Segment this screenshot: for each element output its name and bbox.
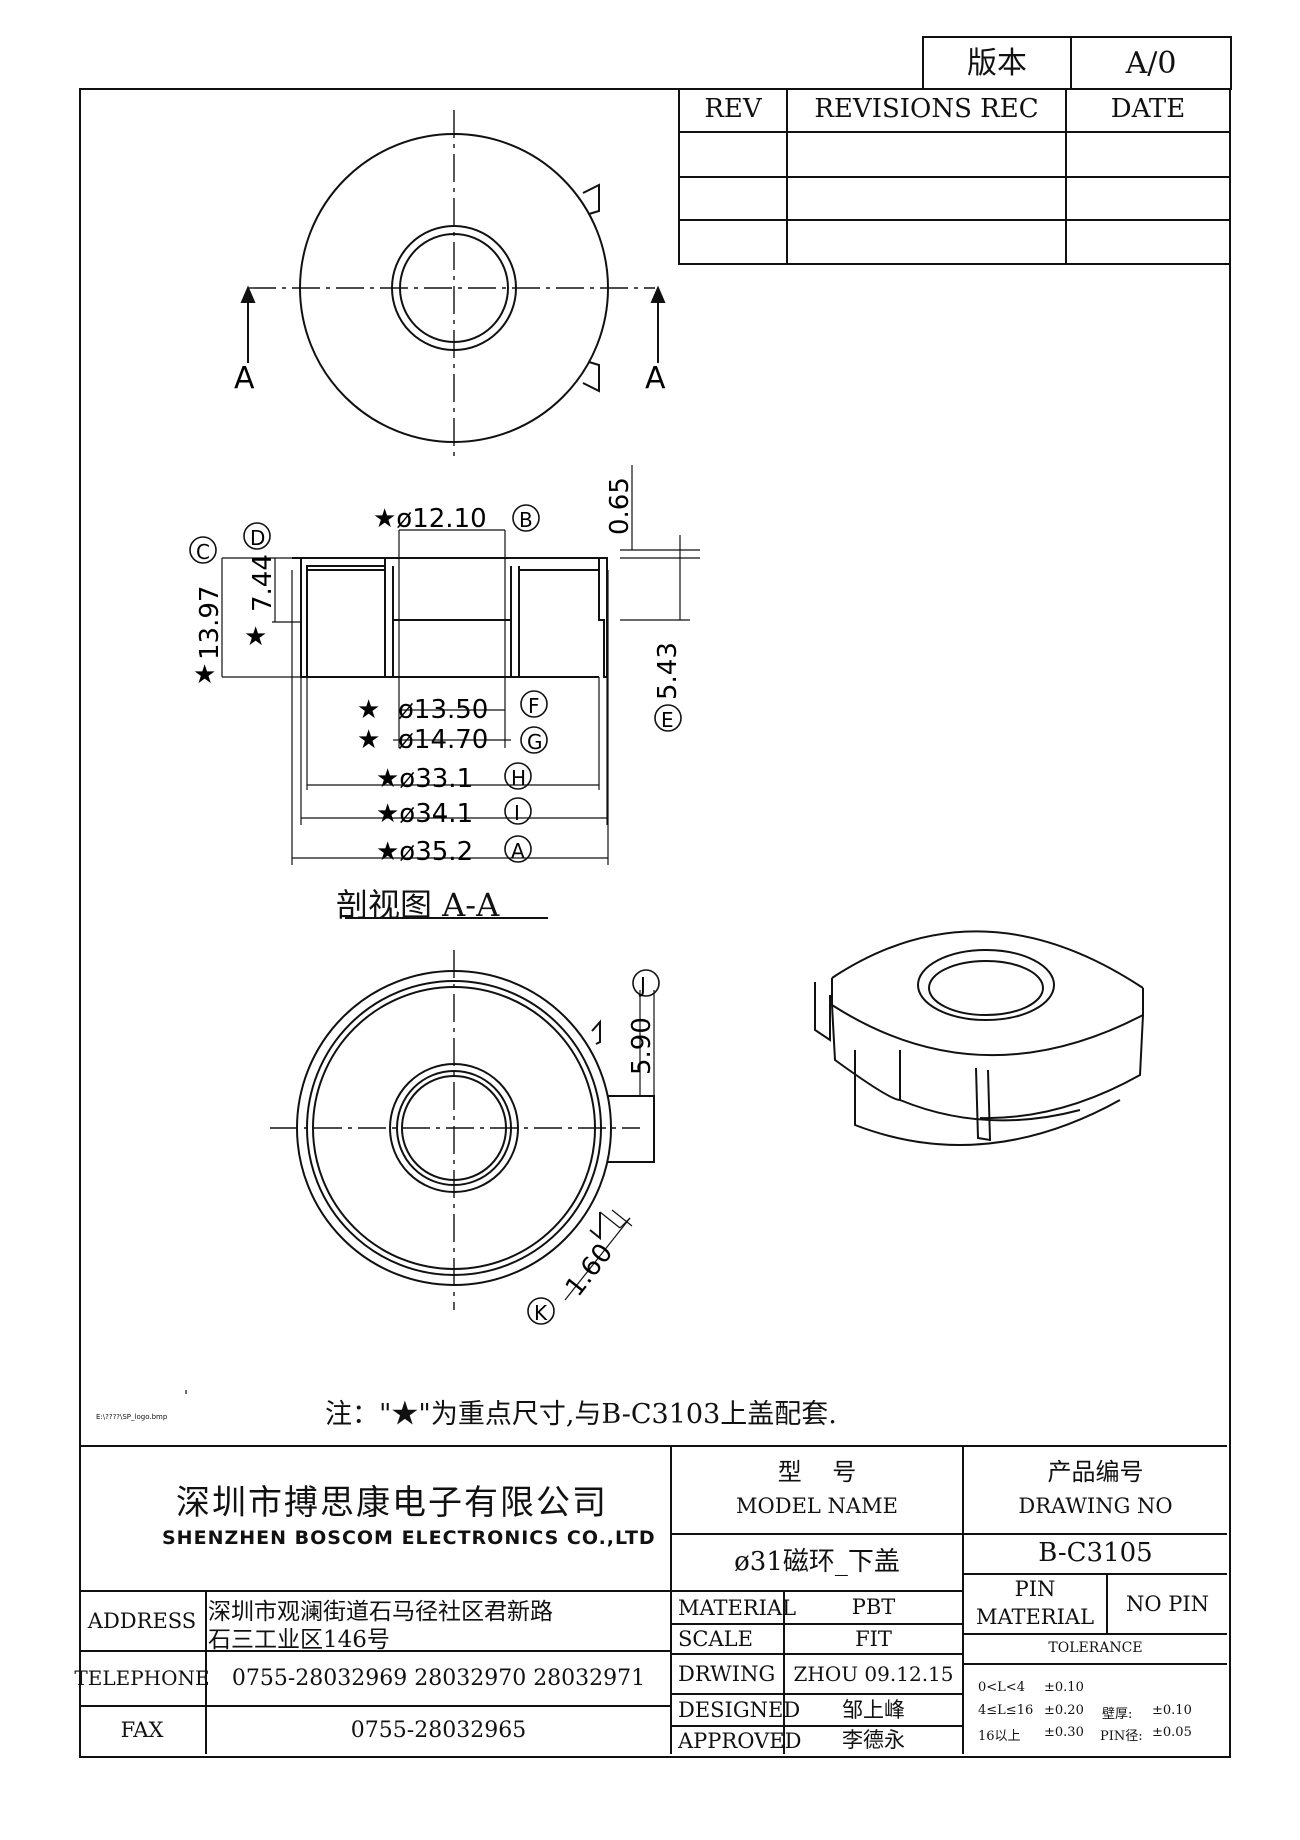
- dim-d-star: ★: [244, 622, 267, 652]
- section-marker-left: A: [234, 361, 255, 396]
- top-view: [248, 110, 655, 460]
- dim-b-marker: B: [519, 508, 533, 532]
- drawing-frame: [79, 88, 1231, 1758]
- address-line1: 深圳市观澜街道石马径社区君新路: [208, 1599, 553, 1625]
- material-label: MATERIAL: [678, 1595, 797, 1620]
- tolerance-row-3-value: ±0.30: [1044, 1725, 1084, 1740]
- model-label-en: MODEL NAME: [736, 1493, 898, 1518]
- wall-thickness-label: 壁厚:: [1102, 1707, 1133, 1722]
- product-value: B-C3105: [1038, 1538, 1153, 1569]
- approved-value: 李德永: [842, 1728, 905, 1753]
- dim-160-label: 1.60: [560, 1238, 619, 1302]
- dim-d-marker: D: [250, 526, 265, 550]
- section-view: [292, 530, 608, 678]
- model-value: ø31磁环_下盖: [734, 1546, 900, 1577]
- dim-065-label: 0.65: [605, 477, 635, 535]
- pin-diameter-label: PIN径:: [1100, 1729, 1143, 1744]
- section-marker-right: A: [645, 361, 666, 396]
- dim-j-marker: J: [638, 973, 646, 997]
- company-name-cn: 深圳市搏思康电子有限公司: [176, 1483, 608, 1523]
- section-arrow-right: [650, 285, 666, 363]
- model-label-cn: 型 号: [777, 1458, 857, 1487]
- section-arrow-left: [240, 285, 256, 363]
- revisions-col-rec: REVISIONS REC: [814, 93, 1039, 124]
- tolerance-row-1-range: 0<L<4: [978, 1680, 1025, 1695]
- dim-b-label: ★ø12.10: [373, 504, 487, 534]
- wall-thickness-value: ±0.10: [1152, 1703, 1192, 1718]
- dim-f-star: ★: [357, 695, 380, 725]
- version-label: 版本: [924, 38, 1072, 90]
- dim-1397-label: 13.97: [195, 586, 225, 660]
- dim-h-marker: H: [511, 766, 526, 790]
- dim-c-star: ★: [193, 660, 216, 690]
- telephone-value: 0755-28032969 28032970 28032971: [231, 1665, 646, 1691]
- dim-e-marker: E: [661, 708, 674, 732]
- dim-1350-label: ø13.50: [398, 695, 488, 725]
- telephone-label: TELEPHONE: [74, 1666, 210, 1690]
- isometric-view: [814, 930, 1144, 1146]
- dim-c-marker: C: [196, 540, 210, 564]
- tolerance-row-1-value: ±0.10: [1044, 1680, 1084, 1695]
- drawing-note: 注："★"为重点尺寸,与B-C3103上盖配套.: [325, 1399, 837, 1430]
- company-name-en: SHENZHEN BOSCOM ELECTRONICS CO.,LTD: [162, 1527, 656, 1549]
- tolerance-row-3-range: 16以上: [978, 1729, 1021, 1744]
- dim-543-label: 5.43: [653, 642, 683, 700]
- bottom-dimension-lines: [564, 990, 655, 1301]
- fax-value: 0755-28032965: [350, 1717, 527, 1743]
- drawing-label: DRWING: [678, 1662, 776, 1686]
- revisions-table: REV REVISIONS REC DATE: [678, 88, 1229, 265]
- tolerance-label: TOLERANCE: [1048, 1639, 1143, 1656]
- dim-i-marker: I: [514, 801, 520, 825]
- pin-material-label-2: MATERIAL: [975, 1604, 1095, 1629]
- pin-diameter-value: ±0.05: [1152, 1725, 1192, 1740]
- title-block: [79, 1445, 1227, 1756]
- dim-g-marker: G: [527, 730, 543, 754]
- product-label-en: DRAWING NO: [1018, 1493, 1173, 1518]
- address-line2: 石三工业区146号: [208, 1627, 390, 1653]
- dim-f-marker: F: [528, 694, 540, 718]
- dim-341-label: ★ø34.1: [376, 799, 473, 829]
- section-dimension-lines: [221, 465, 700, 865]
- technical-drawing: ★ø12.10 B 0.65 5.43 E 13.97 ★ C 7.44 ★ D…: [185, 110, 1144, 1394]
- dim-744-label: 7.44: [248, 554, 278, 612]
- scale-label: SCALE: [678, 1627, 753, 1651]
- revisions-col-date: DATE: [1110, 93, 1186, 124]
- dim-1470-label: ø14.70: [398, 725, 488, 755]
- dim-a-marker: A: [511, 839, 525, 863]
- dim-331-label: ★ø33.1: [376, 764, 473, 794]
- tolerance-row-2-value: ±0.20: [1044, 1703, 1084, 1718]
- logo-caption: E:\????\SP_logo.bmp: [96, 1413, 168, 1421]
- dim-g-star: ★: [357, 725, 380, 755]
- fax-label: FAX: [120, 1718, 164, 1743]
- pin-material-label-1: PIN: [1014, 1576, 1056, 1601]
- scale-value: FIT: [855, 1626, 892, 1651]
- version-box: 版本 A/0: [922, 36, 1232, 90]
- designed-label: DESIGNED: [678, 1698, 801, 1722]
- section-dimensions: ★ø12.10 B 0.65 5.43 E 13.97 ★ C 7.44 ★ D…: [189, 477, 683, 867]
- revisions-col-rev: REV: [704, 93, 762, 124]
- approved-label: APPROVED: [678, 1728, 802, 1753]
- dim-k-marker: K: [534, 1301, 548, 1325]
- section-title: 剖视图 A-A: [336, 886, 500, 924]
- designed-value: 邹上峰: [842, 1697, 905, 1722]
- dim-352-label: ★ø35.2: [376, 837, 473, 867]
- product-label-cn: 产品编号: [1047, 1458, 1144, 1487]
- drawing-value: ZHOU 09.12.15: [793, 1661, 954, 1686]
- material-value: PBT: [851, 1595, 896, 1620]
- address-label: ADDRESS: [87, 1608, 197, 1633]
- bottom-view: [270, 950, 655, 1310]
- tolerance-row-2-range: 4≤L≤16: [978, 1703, 1034, 1718]
- pin-material-value: NO PIN: [1125, 1591, 1210, 1616]
- version-value: A/0: [1125, 45, 1177, 81]
- dim-590-label: 5.90: [627, 1017, 657, 1075]
